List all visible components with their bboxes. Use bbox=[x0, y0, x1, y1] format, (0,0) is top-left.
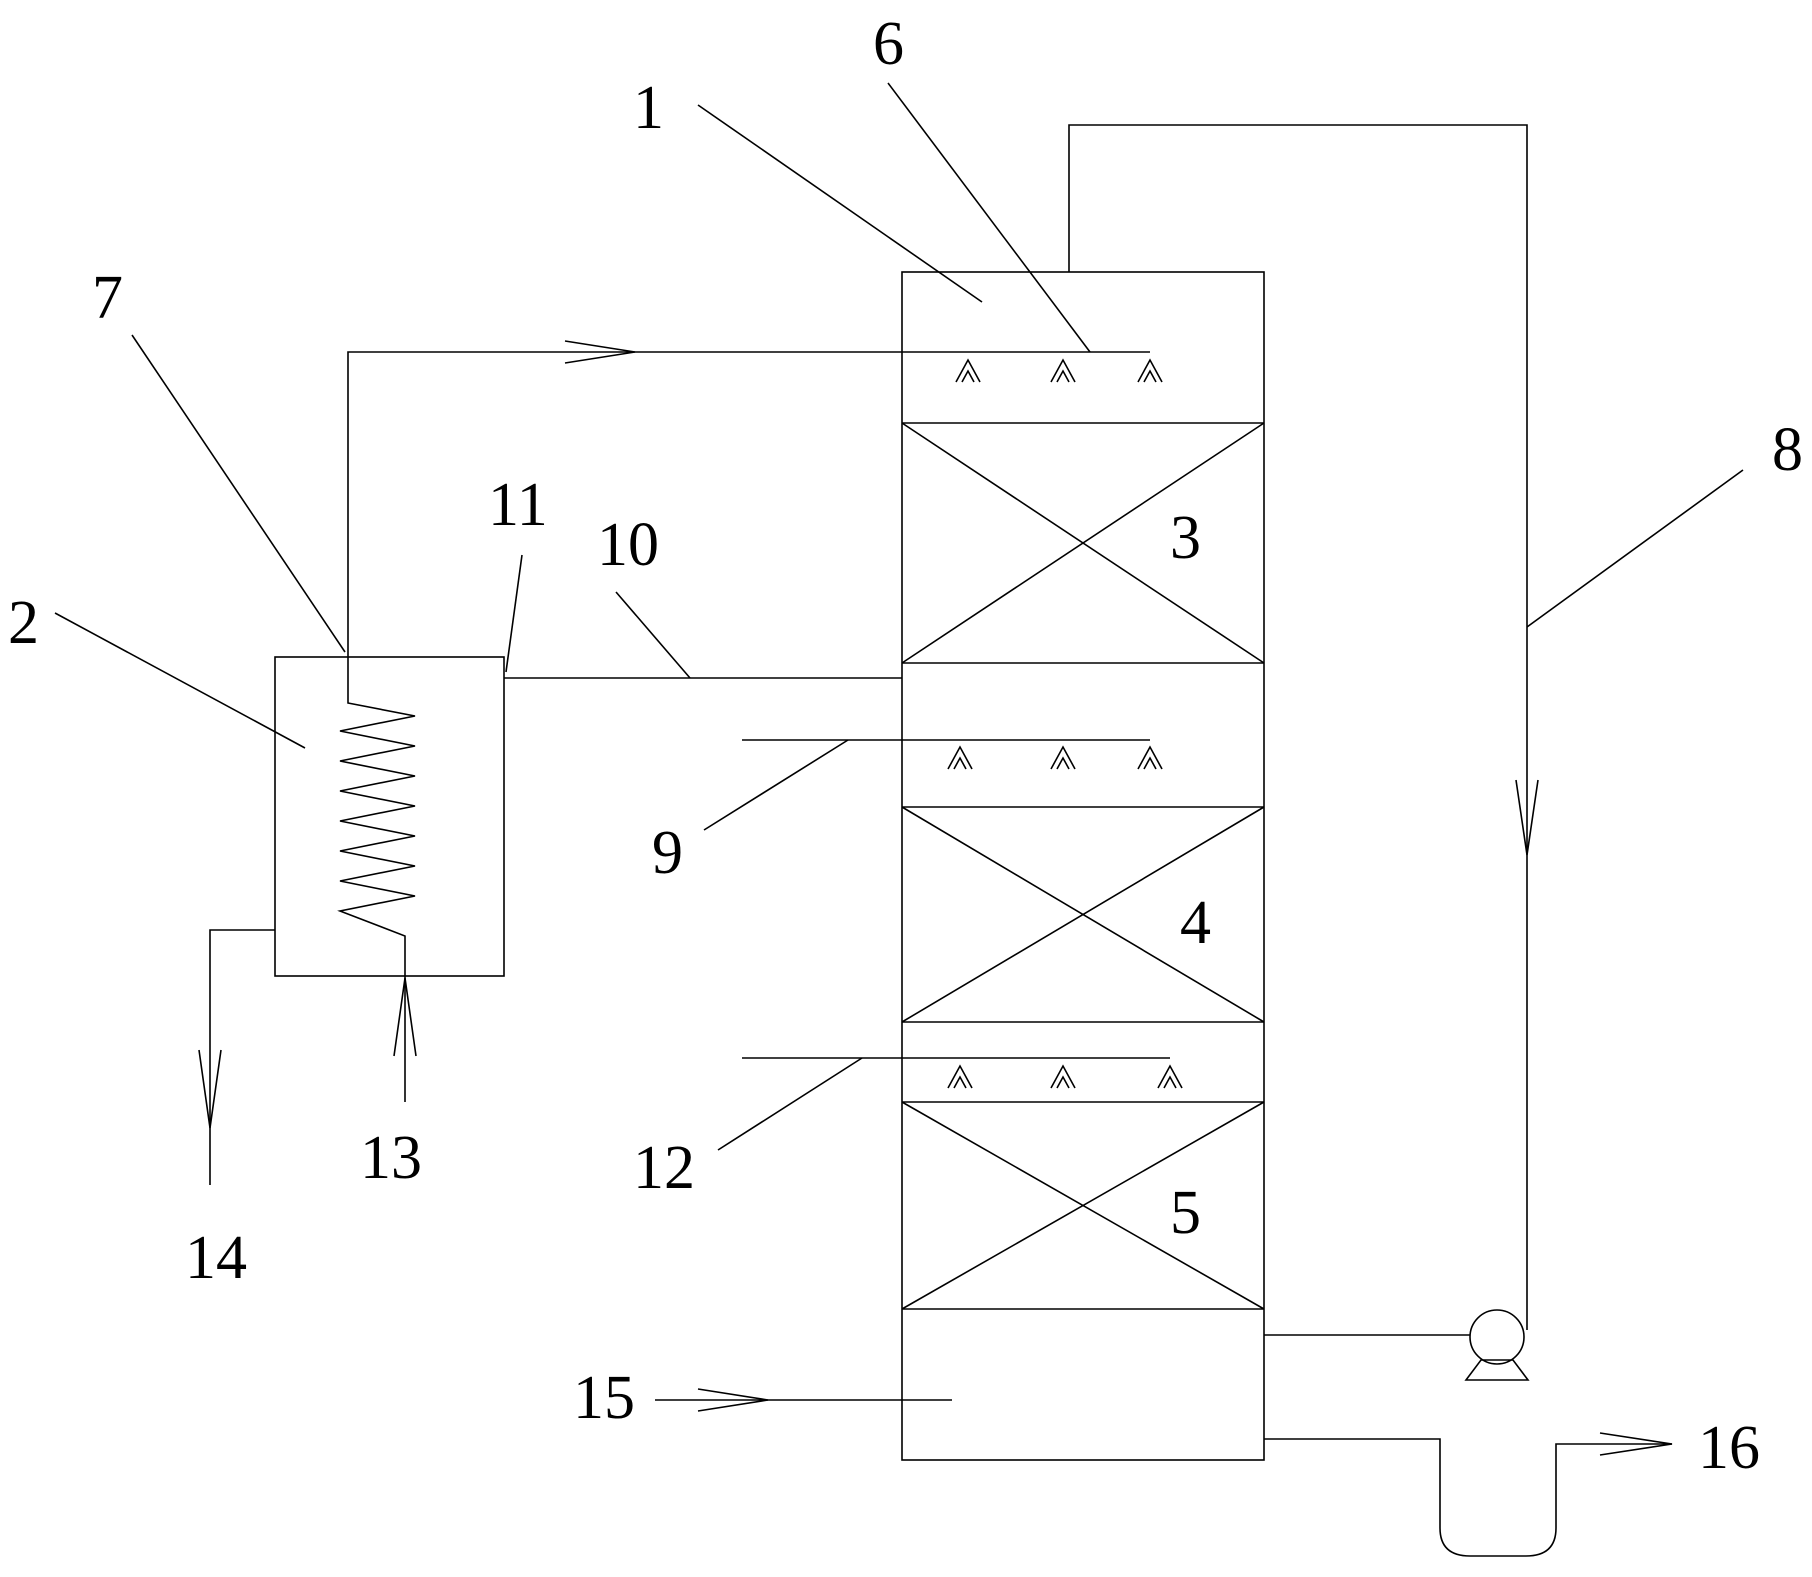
packing-bed-4 bbox=[901, 806, 1265, 1023]
pipe-7-condensate-to-top-header bbox=[347, 340, 952, 657]
pipe-15-gas-inlet bbox=[655, 1388, 952, 1412]
flow-arrow-down bbox=[198, 1049, 222, 1129]
circulation-pump bbox=[1264, 1309, 1530, 1381]
pipe-14-outlet bbox=[198, 929, 275, 1185]
pipe-16-liquid-outlet bbox=[1264, 1432, 1673, 1557]
label-15: 15 bbox=[573, 1364, 635, 1432]
label-4: 4 bbox=[1180, 889, 1211, 957]
part-number-labels: 1 2 3 4 5 6 7 8 9 10 11 12 13 14 15 16 bbox=[8, 10, 1803, 1482]
heat-exchanger-coil bbox=[337, 657, 416, 975]
label-12: 12 bbox=[633, 1134, 695, 1202]
heat-exchanger bbox=[274, 656, 505, 977]
label-7: 7 bbox=[92, 264, 123, 332]
packing-bed-5 bbox=[901, 1101, 1265, 1310]
spray-header-top bbox=[952, 351, 1163, 383]
label-5: 5 bbox=[1170, 1179, 1201, 1247]
pipe-13-coolant-inlet bbox=[393, 975, 417, 1102]
flow-arrow-right bbox=[1599, 1432, 1673, 1456]
spray-header-middle bbox=[742, 739, 1163, 770]
packing-bed-3 bbox=[901, 422, 1265, 664]
label-11: 11 bbox=[488, 471, 548, 539]
label-10: 10 bbox=[597, 511, 659, 579]
flow-arrow-right bbox=[697, 1388, 769, 1412]
label-1: 1 bbox=[633, 74, 664, 142]
label-14: 14 bbox=[185, 1224, 247, 1292]
label-9: 9 bbox=[652, 819, 683, 887]
label-6: 6 bbox=[873, 10, 904, 78]
label-16: 16 bbox=[1698, 1414, 1760, 1482]
main-column bbox=[901, 271, 1265, 1461]
spray-header-lower bbox=[742, 1057, 1183, 1089]
flow-arrow-right bbox=[564, 340, 636, 364]
flow-arrow-down bbox=[1515, 779, 1539, 856]
pipe-8-recycle bbox=[1068, 124, 1539, 1330]
label-8: 8 bbox=[1772, 416, 1803, 484]
label-13: 13 bbox=[360, 1124, 422, 1192]
label-2: 2 bbox=[8, 589, 39, 657]
leader-lines bbox=[54, 82, 1744, 1151]
label-3: 3 bbox=[1170, 504, 1201, 572]
flow-arrow-up bbox=[393, 977, 417, 1057]
